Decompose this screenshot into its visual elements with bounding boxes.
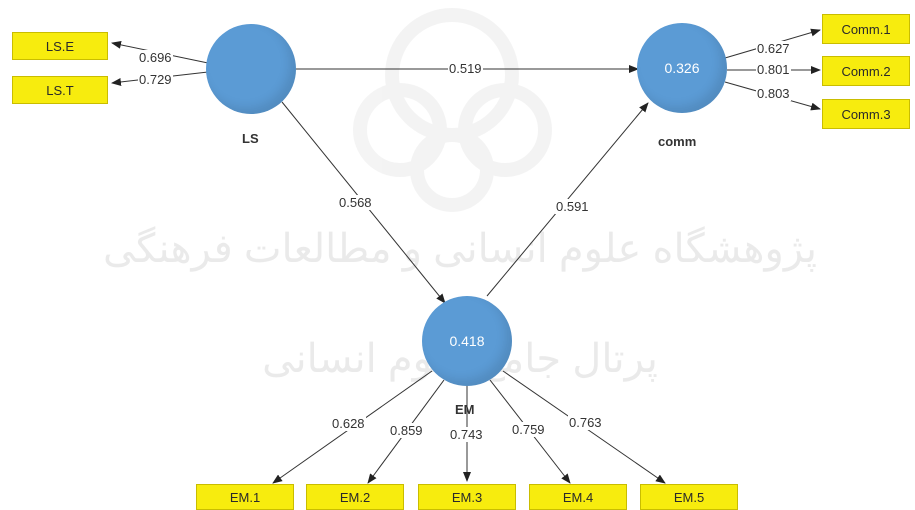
loading-comm-2: 0.801 — [756, 62, 791, 77]
indicator-em-1: EM.1 — [196, 484, 294, 510]
loading-em-4: 0.759 — [511, 422, 546, 437]
loading-em-1: 0.628 — [331, 416, 366, 431]
construct-comm: 0.326 — [637, 23, 727, 113]
loading-ls-t: 0.729 — [138, 72, 173, 87]
construct-comm-label: comm — [658, 134, 697, 149]
loading-em-2: 0.859 — [389, 423, 424, 438]
construct-ls-label: LS — [242, 131, 259, 146]
path-ls-to-em: 0.568 — [338, 195, 373, 210]
loading-comm-1: 0.627 — [756, 41, 791, 56]
indicator-em-4: EM.4 — [529, 484, 627, 510]
path-em-to-comm: 0.591 — [555, 199, 590, 214]
construct-em-label: EM — [455, 402, 475, 417]
watermark-emblem — [353, 8, 552, 212]
indicator-ls-e: LS.E — [12, 32, 108, 60]
path-ls-to-comm: 0.519 — [448, 61, 483, 76]
indicator-ls-t: LS.T — [12, 76, 108, 104]
indicator-comm-3: Comm.3 — [822, 99, 910, 129]
indicator-comm-2: Comm.2 — [822, 56, 910, 86]
indicator-em-2: EM.2 — [306, 484, 404, 510]
loading-ls-e: 0.696 — [138, 50, 173, 65]
loading-comm-3: 0.803 — [756, 86, 791, 101]
loading-em-3: 0.743 — [449, 427, 484, 442]
watermark-line-1: پژوهشگاه علوم انسانی و مطالعات فرهنگی — [103, 226, 817, 272]
construct-ls — [206, 24, 296, 114]
indicator-comm-1: Comm.1 — [822, 14, 910, 44]
indicator-em-3: EM.3 — [418, 484, 516, 510]
construct-em: 0.418 — [422, 296, 512, 386]
loading-em-5: 0.763 — [568, 415, 603, 430]
indicator-em-5: EM.5 — [640, 484, 738, 510]
